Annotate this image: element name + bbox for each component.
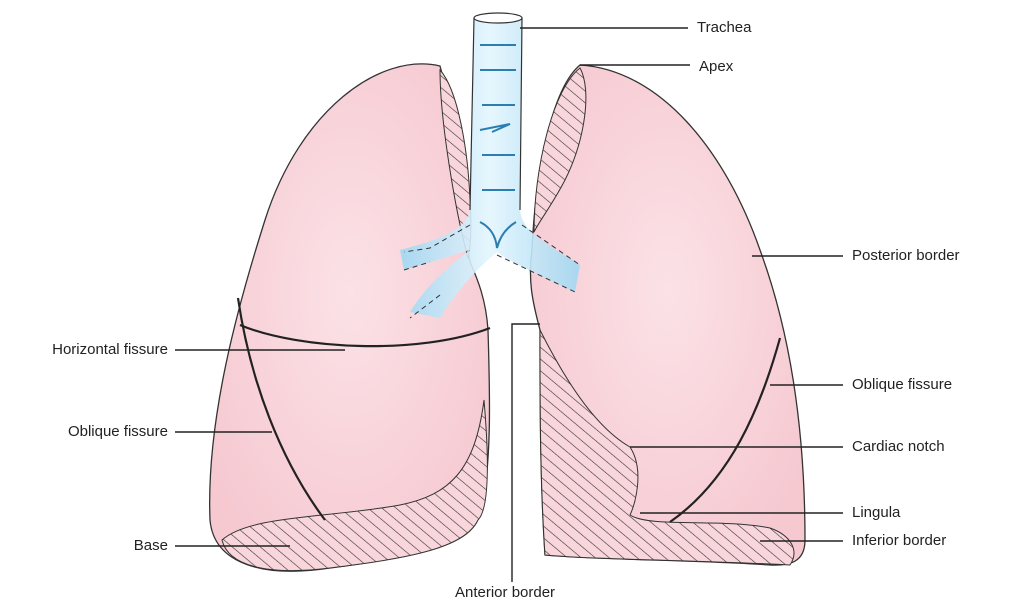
- base-hatch-right: [221, 399, 488, 572]
- oblique-fissure-left: [669, 337, 782, 523]
- label-inferior-border: Inferior border: [852, 532, 947, 549]
- label-posterior-border: Posterior border: [852, 247, 960, 264]
- horizontal-fissure: [239, 323, 491, 348]
- label-horizontal-fissure: Horizontal fissure: [52, 341, 168, 358]
- label-oblique-fissure-left: Oblique fissure: [852, 376, 953, 393]
- mediastinal-hatch-left: [533, 67, 587, 233]
- cardiac-notch-hatch: [539, 329, 795, 566]
- label-cardiac-notch: Cardiac notch: [852, 438, 945, 455]
- right-lung: [209, 63, 491, 572]
- oblique-fissure-right: [236, 297, 326, 521]
- leader-lines: [175, 27, 843, 582]
- trachea: [400, 12, 581, 319]
- label-lingula: Lingula: [852, 504, 901, 521]
- left-lung: [529, 64, 806, 566]
- label-apex: Apex: [699, 58, 734, 75]
- label-anterior-border: Anterior border: [455, 584, 556, 601]
- label-base: Base: [133, 537, 168, 554]
- label-oblique-fissure-right: Oblique fissure: [67, 423, 168, 440]
- label-trachea: Trachea: [697, 19, 752, 36]
